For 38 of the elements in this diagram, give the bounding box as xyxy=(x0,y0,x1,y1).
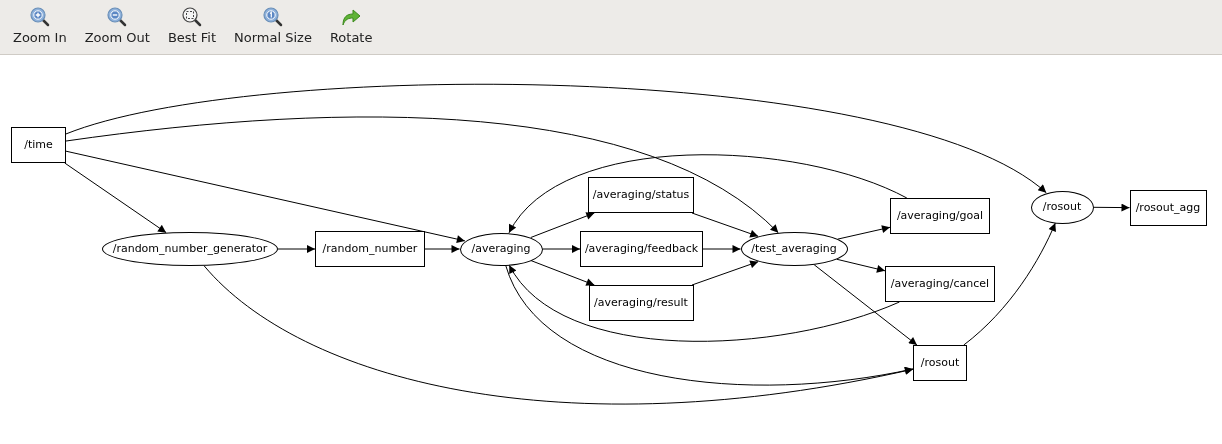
best-fit-button: Best Fit xyxy=(160,6,224,44)
arrow xyxy=(702,245,741,253)
topic-box: /averaging/result xyxy=(588,285,694,321)
arrow xyxy=(277,245,316,253)
normal-size-button: Normal Size xyxy=(227,6,319,44)
arrow xyxy=(505,264,914,386)
topic-box: /averaging/feedback xyxy=(580,231,703,267)
arrow xyxy=(424,245,460,253)
arrow xyxy=(508,264,900,342)
topic-box: /random_number xyxy=(315,231,425,267)
arrow xyxy=(691,212,759,238)
arrow xyxy=(813,264,918,346)
arrow xyxy=(837,225,891,240)
topic-box: /rosout xyxy=(913,345,967,381)
topic-box: /averaging/status xyxy=(588,177,694,213)
node-ellipse: /random_number_generator xyxy=(102,232,278,266)
topic-box: /time xyxy=(11,127,66,163)
arrow xyxy=(65,150,466,243)
node-ellipse: /test_averaging xyxy=(740,232,848,266)
arrow xyxy=(1093,203,1130,212)
arrow xyxy=(530,212,595,238)
topic-box: /rosout_agg xyxy=(1129,190,1207,226)
rotate-button: Rotate xyxy=(322,6,380,44)
arrow xyxy=(65,116,779,234)
arrow xyxy=(64,162,167,234)
topic-box: /averaging/goal xyxy=(890,198,990,234)
arrow xyxy=(691,260,759,286)
node-ellipse: /averaging xyxy=(459,232,543,266)
arrow xyxy=(836,258,886,273)
arrow xyxy=(542,245,581,253)
arrow xyxy=(65,83,1047,194)
topic-box: /averaging/cancel xyxy=(885,266,995,302)
zoom-in-button: Zoom In xyxy=(6,6,74,44)
arrow xyxy=(530,260,595,286)
zoom-out-button: Zoom Out xyxy=(77,6,157,44)
arrow xyxy=(963,222,1056,346)
node-ellipse: /rosout xyxy=(1030,190,1094,224)
arrow xyxy=(508,154,908,234)
